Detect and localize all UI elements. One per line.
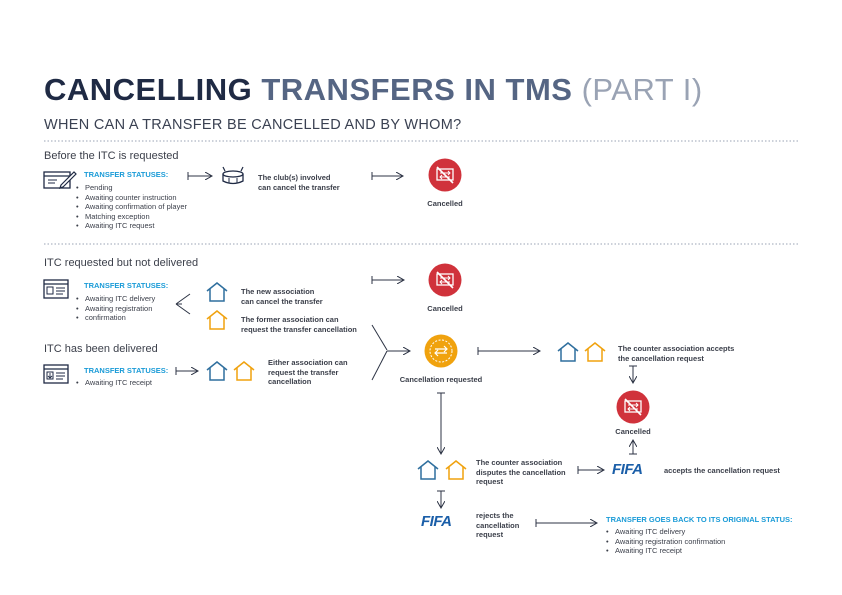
before-statuses-heading: TRANSFER STATUSES:	[84, 170, 169, 179]
new-association-note: The new association can cancel the trans…	[241, 287, 323, 306]
page-subtitle: WHEN CAN A TRANSFER BE CANCELLED AND BY …	[44, 117, 462, 133]
status-item: Awaiting counter instruction	[76, 193, 187, 203]
form-pen-icon	[43, 171, 77, 189]
before-status-list: Pending Awaiting counter instruction Awa…	[76, 183, 187, 231]
status-item: Awaiting registration	[76, 304, 155, 314]
either-association-note: Either association can request the trans…	[268, 358, 348, 386]
cancellation-requested-label: Cancellation requested	[399, 375, 483, 384]
fifa-logo: FIFA	[612, 461, 643, 478]
delivered-status-list: Awaiting ITC receipt	[76, 378, 152, 388]
title-part-3: (PART I)	[581, 72, 703, 107]
status-item: Awaiting ITC delivery	[76, 294, 155, 304]
new-association-house-icon	[557, 342, 579, 362]
cancellation-requested-icon	[424, 334, 458, 368]
former-association-house-icon	[233, 361, 255, 381]
document-icon	[43, 279, 69, 299]
new-association-house-icon	[206, 361, 228, 381]
delivered-statuses-heading: TRANSFER STATUSES:	[84, 366, 169, 375]
original-status-list: Awaiting ITC delivery Awaiting registrat…	[606, 527, 725, 556]
status-item: Awaiting ITC request	[76, 221, 187, 231]
former-association-note: The former association can request the t…	[241, 315, 357, 334]
status-item: Pending	[76, 183, 187, 193]
section-before-itc: Before the ITC is requested	[44, 150, 179, 162]
cancelled-label: Cancelled	[427, 304, 463, 313]
download-document-icon	[43, 364, 69, 384]
fifa-rejects-note: rejects the cancellation request	[476, 511, 520, 539]
status-item-continued: confirmation	[76, 313, 155, 323]
cancelled-icon	[428, 263, 462, 297]
cancelled-label: Cancelled	[427, 199, 463, 208]
title-part-2: TRANSFERS IN TMS	[261, 72, 573, 107]
former-association-house-icon	[584, 342, 606, 362]
cancelled-icon	[616, 390, 650, 424]
page-title: CANCELLING TRANSFERS IN TMS (PART I)	[44, 72, 703, 108]
status-item: Awaiting ITC receipt	[76, 378, 152, 388]
former-association-house-icon	[445, 460, 467, 480]
counter-accepts-note: The counter association accepts the canc…	[618, 344, 735, 363]
status-item: Awaiting confirmation of player	[76, 202, 187, 212]
cancelled-icon	[428, 158, 462, 192]
original-status-heading: TRANSFER GOES BACK TO ITS ORIGINAL STATU…	[606, 515, 793, 524]
new-association-house-icon	[206, 282, 228, 302]
fifa-accepts-note: accepts the cancellation request	[664, 466, 780, 475]
requested-statuses-heading: TRANSFER STATUSES:	[84, 281, 169, 290]
line-former-assoc	[371, 324, 388, 351]
status-item: Awaiting registration confirmation	[606, 537, 725, 547]
new-association-house-icon	[417, 460, 439, 480]
section-itc-delivered: ITC has been delivered	[44, 343, 158, 355]
former-association-house-icon	[206, 310, 228, 330]
line-either-assoc	[371, 350, 388, 381]
title-part-1: CANCELLING	[44, 72, 253, 107]
cancelled-label: Cancelled	[615, 427, 651, 436]
stadium-icon	[222, 166, 244, 185]
clubs-can-cancel-note: The club(s) involved can cancel the tran…	[258, 173, 340, 192]
requested-status-list: Awaiting ITC delivery Awaiting registrat…	[76, 294, 155, 323]
fifa-logo: FIFA	[421, 513, 452, 530]
status-item: Matching exception	[76, 212, 187, 222]
status-item: Awaiting ITC delivery	[606, 527, 725, 537]
fork-lines	[175, 293, 191, 315]
section-itc-requested: ITC requested but not delivered	[44, 257, 199, 269]
status-item: Awaiting ITC receipt	[606, 546, 725, 556]
counter-disputes-note: The counter association disputes the can…	[476, 458, 566, 486]
